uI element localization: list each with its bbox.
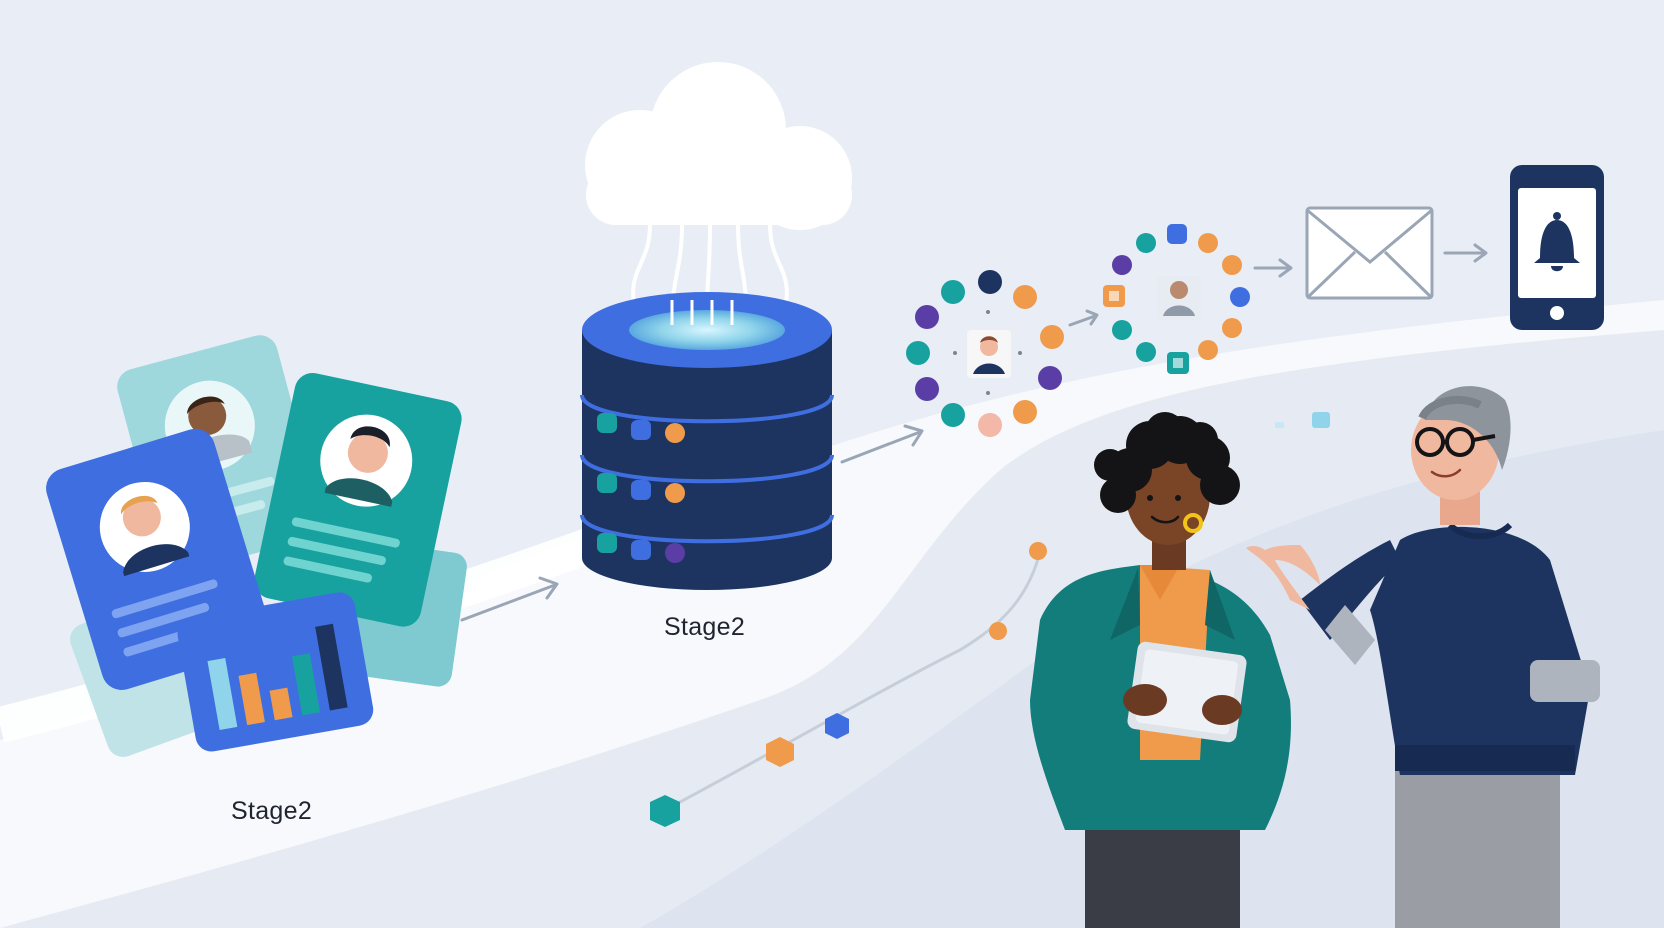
arrow-network-to-network (1068, 309, 1099, 327)
profiles-stage-label: Stage2 (231, 797, 313, 825)
woman-character (1030, 412, 1291, 928)
envelope-icon (1305, 206, 1434, 300)
database-stage-label: Stage2 (664, 613, 746, 641)
profile-cards-group (46, 335, 467, 757)
arrow-envelope-to-phone (1443, 243, 1488, 263)
network-icon (1103, 224, 1250, 374)
bar-chart-icon (177, 592, 374, 752)
man-character (1246, 386, 1600, 928)
arrow-database-to-network (840, 424, 924, 464)
database-icon (580, 292, 834, 590)
smartphone-icon (1510, 165, 1604, 330)
data-path-trail (650, 412, 1330, 827)
arrow-cards-to-database (460, 576, 559, 622)
cloud-icon (585, 62, 852, 326)
bell-icon (1534, 212, 1580, 272)
network-icon (906, 270, 1064, 437)
arrow-network-to-envelope (1253, 258, 1293, 278)
profile-card-icon (254, 372, 462, 627)
